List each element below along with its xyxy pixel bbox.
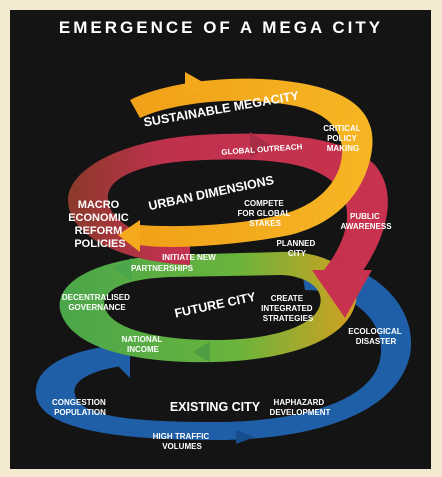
label-initiate-new-partnerships: INITIATE NEW PARTNERSHIPS: [131, 253, 218, 273]
level-future-city: FUTURE CITY: [173, 290, 257, 321]
label-planned-city: PLANNED CITY: [277, 239, 318, 258]
level-existing-city: EXISTING CITY: [170, 400, 261, 414]
ring-urban-dimensions: [68, 132, 388, 318]
label-compete-for-global-stakes: COMPETE FOR GLOBAL STAKES: [238, 199, 293, 228]
ring-future-city: [59, 251, 357, 363]
ring-sustainable-megacity: [118, 72, 373, 252]
label-create-integrated-strategies: CREATE INTEGRATED STRATEGIES: [261, 294, 315, 323]
label-national-income: NATIONAL INCOME: [122, 335, 165, 354]
label-high-traffic-volumes: HIGH TRAFFIC VOLUMES: [153, 432, 212, 451]
diagram-title: EMERGENCE OF A MEGA CITY: [58, 18, 384, 37]
label-critical-policy-making: CRITICAL POLICY MAKING: [323, 124, 362, 153]
label-haphazard-development: HAPHAZARD DEVELOPMENT: [270, 398, 331, 417]
label-congestion-population: CONGESTION POPULATION: [52, 398, 108, 417]
label-macro-economic-reform-policies: MACRO ECONOMIC REFORM POLICIES: [68, 199, 132, 250]
label-public-awareness: PUBLIC AWARENESS: [340, 212, 392, 231]
label-decentralised-governance: DECENTRALISED GOVERNANCE: [62, 293, 132, 312]
label-ecological-disaster: ECOLOGICAL DISASTER: [348, 327, 403, 346]
